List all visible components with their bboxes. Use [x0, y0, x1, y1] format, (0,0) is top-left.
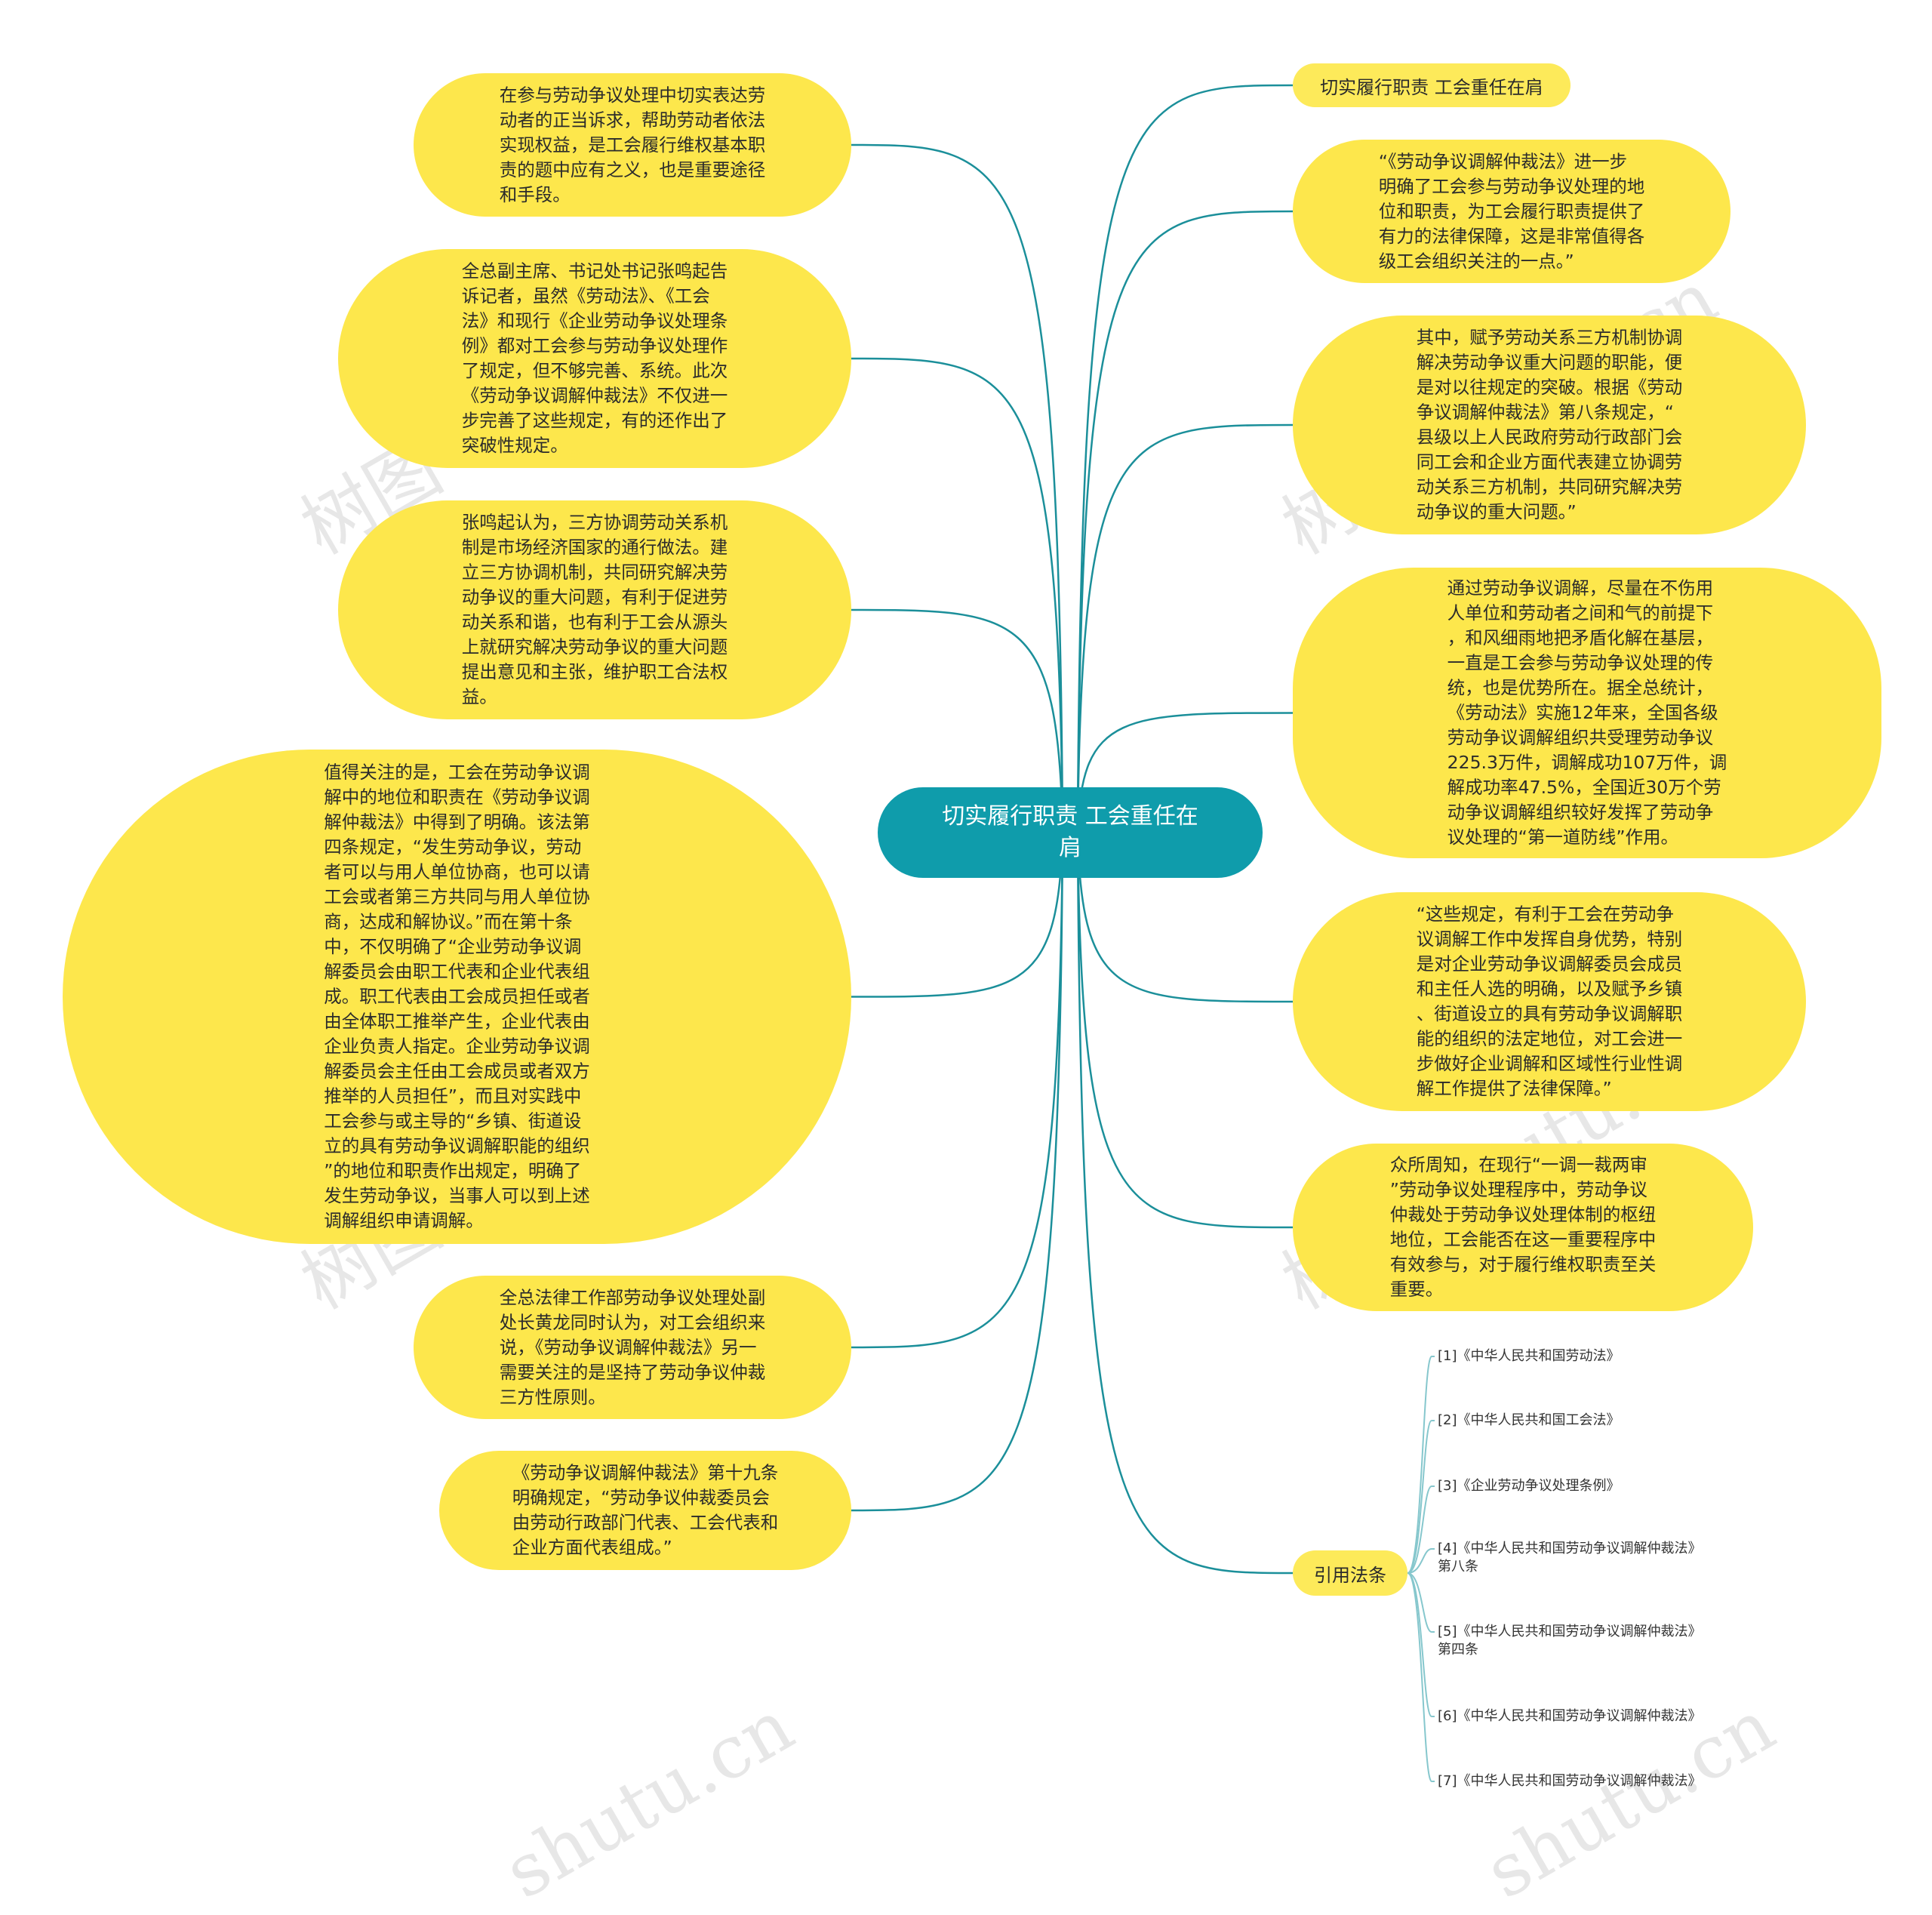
reference-connector [1407, 1486, 1435, 1574]
references-node[interactable]: 引用法条 [1293, 1550, 1407, 1596]
root-node[interactable]: 切实履行职责 工会重任在 肩 [878, 787, 1263, 878]
connector-line [1076, 84, 1294, 833]
reference-item[interactable]: [2]《中华人民共和国工会法》 [1438, 1412, 1620, 1428]
node-text: 众所周知，在现行“一调一裁两审 ”劳动争议处理程序中，劳动争议 仲裁处于劳动争议… [1389, 1154, 1657, 1300]
reference-item[interactable]: [1]《中华人民共和国劳动法》 [1438, 1348, 1620, 1364]
node-text: 全总副主席、书记处书记张鸣起告 诉记者，虽然《劳动法》、《工会 法》和现行《企业… [461, 260, 728, 456]
connector-lines [851, 84, 1435, 1782]
connector-line [1076, 832, 1294, 1575]
reference-item[interactable]: [3]《企业劳动争议处理条例》 [1438, 1478, 1620, 1494]
node-text: 张鸣起认为，三方协调劳动关系机 制是市场经济国家的通行做法。建 立三方协调机制，… [461, 512, 728, 707]
topic-node[interactable]: “这些规定，有利于工会在劳动争 议调解工作中发挥自身优势，特别 是对企业劳动争议… [1293, 892, 1806, 1111]
node-text: 切实履行职责 工会重任在肩 [1320, 76, 1543, 98]
node-text: 引用法条 [1314, 1564, 1386, 1586]
reference-connector [1407, 1420, 1435, 1574]
reference-connector [1407, 1572, 1435, 1633]
connector-line [851, 832, 1064, 1349]
topic-node[interactable]: 通过劳动争议调解，尽量在不伤用 人单位和劳动者之间和气的前提下 ，和风细雨地把矛… [1293, 568, 1881, 858]
node-text: “《劳动争议调解仲裁法》进一步 明确了工会参与劳动争议处理的地 位和职责，为工会… [1378, 150, 1645, 272]
reference-item[interactable]: [7]《中华人民共和国劳动争议调解仲裁法》 [1438, 1773, 1702, 1789]
topic-node-title[interactable]: 切实履行职责 工会重任在肩 [1293, 63, 1571, 107]
node-text: 《劳动争议调解仲裁法》第十九条 明确规定，“劳动争议仲裁委员会 由劳动行政部门代… [512, 1462, 779, 1558]
node-text: 在参与劳动争议处理中切实表达劳 动者的正当诉求，帮助劳动者依法 实现权益，是工会… [499, 84, 766, 205]
topic-node[interactable]: 《劳动争议调解仲裁法》第十九条 明确规定，“劳动争议仲裁委员会 由劳动行政部门代… [439, 1451, 851, 1570]
node-text: 值得关注的是，工会在劳动争议调 解中的地位和职责在《劳动争议调 解仲裁法》中得到… [324, 762, 590, 1231]
reference-item[interactable]: [6]《中华人民共和国劳动争议调解仲裁法》 [1438, 1708, 1702, 1724]
connector-line [1076, 832, 1294, 1229]
reference-connector [1407, 1572, 1435, 1717]
node-text: 通过劳动争议调解，尽量在不伤用 人单位和劳动者之间和气的前提下 ，和风细雨地把矛… [1447, 577, 1727, 848]
node-text: 全总法律工作部劳动争议处理处副 处长黄龙同时认为，对工会组织来 说，《劳动争议调… [499, 1286, 766, 1408]
topic-node[interactable]: 值得关注的是，工会在劳动争议调 解中的地位和职责在《劳动争议调 解仲裁法》中得到… [63, 750, 851, 1244]
connector-line [1076, 423, 1294, 833]
topic-node[interactable]: 其中，赋予劳动关系三方机制协调 解决劳动争议重大问题的职能，便 是对以往规定的突… [1293, 316, 1806, 534]
node-text: “这些规定，有利于工会在劳动争 议调解工作中发挥自身优势，特别 是对企业劳动争议… [1416, 904, 1683, 1099]
reference-connector [1407, 1356, 1435, 1574]
reference-item[interactable]: [5]《中华人民共和国劳动争议调解仲裁法》 第四条 [1438, 1624, 1702, 1658]
topic-node[interactable]: 全总法律工作部劳动争议处理处副 处长黄龙同时认为，对工会组织来 说，《劳动争议调… [414, 1276, 851, 1419]
topic-node[interactable]: 在参与劳动争议处理中切实表达劳 动者的正当诉求，帮助劳动者依法 实现权益，是工会… [414, 73, 851, 217]
connector-line [1076, 832, 1294, 1003]
node-text: 其中，赋予劳动关系三方机制协调 解决劳动争议重大问题的职能，便 是对以往规定的突… [1416, 327, 1683, 522]
connector-line [851, 832, 1064, 1512]
connector-line [851, 143, 1064, 833]
connector-line [1076, 210, 1294, 833]
topic-node[interactable]: “《劳动争议调解仲裁法》进一步 明确了工会参与劳动争议处理的地 位和职责，为工会… [1293, 140, 1730, 283]
topic-node[interactable]: 众所周知，在现行“一调一裁两审 ”劳动争议处理程序中，劳动争议 仲裁处于劳动争议… [1293, 1144, 1753, 1311]
topic-node[interactable]: 全总副主席、书记处书记张鸣起告 诉记者，虽然《劳动法》、《工会 法》和现行《企业… [338, 249, 851, 468]
root-title: 切实履行职责 工会重任在 肩 [942, 803, 1198, 861]
connector-line [851, 608, 1064, 833]
connector-line [851, 357, 1064, 833]
reference-connector [1407, 1548, 1435, 1574]
topic-node[interactable]: 张鸣起认为，三方协调劳动关系机 制是市场经济国家的通行做法。建 立三方协调机制，… [338, 500, 851, 719]
connector-line [851, 832, 1064, 998]
reference-item[interactable]: [4]《中华人民共和国劳动争议调解仲裁法》 第八条 [1438, 1541, 1702, 1575]
reference-connector [1407, 1572, 1435, 1782]
